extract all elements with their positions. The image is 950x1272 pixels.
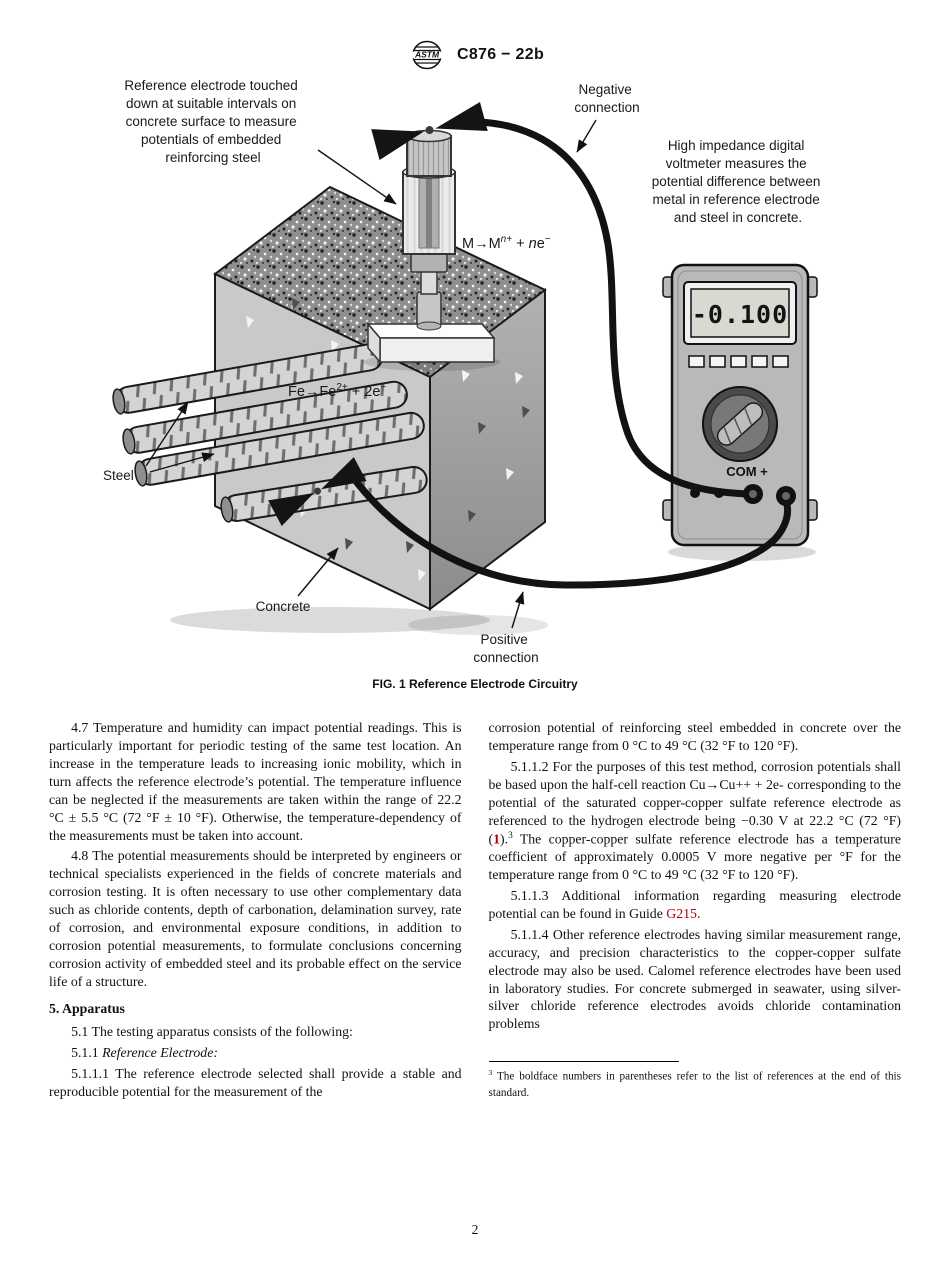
document-page: ASTM C876 − 22b — [0, 0, 950, 1237]
steel-rebar — [112, 343, 428, 523]
para-5-1-1-title: Reference Electrode: — [102, 1044, 218, 1060]
section-5-heading: 5. Apparatus — [49, 1000, 125, 1016]
arrow-to-concrete — [297, 547, 339, 597]
para-5-1-1: 5.1.1 Reference Electrode: — [49, 1044, 462, 1062]
voltmeter-note: High impedance digital voltmeter measure… — [652, 138, 824, 225]
arrow-to-rebar-1 — [145, 401, 189, 467]
arrow-to-positive-wire — [511, 591, 525, 629]
meter-dial[interactable] — [702, 386, 778, 462]
footnote-3-marker: 3 — [508, 830, 513, 841]
rebar — [134, 411, 425, 487]
figure-1: -0.100 COM + — [0, 72, 950, 691]
figure-1-diagram: -0.100 COM + — [103, 78, 824, 665]
iron-equation: Fe→Fe2+ + 2e− — [288, 382, 386, 400]
svg-text:ASTM: ASTM — [414, 50, 440, 60]
arrow-to-electrode — [317, 149, 397, 205]
meter-display: -0.100 — [692, 300, 788, 329]
body-text: 4.7 Temperature and humidity can impact … — [0, 719, 950, 1103]
para-5-1-1-number: 5.1.1 — [71, 1044, 99, 1060]
metal-equation: M→Mn+ + ne− — [462, 234, 551, 252]
voltmeter: -0.100 COM + — [662, 263, 818, 561]
para-5-1-1-2: 5.1.1.2 For the purposes of this test me… — [488, 758, 902, 882]
para-4-8: 4.8 The potential measurements should be… — [49, 848, 462, 989]
concrete-right-face — [429, 287, 546, 612]
page-number: 2 — [471, 1222, 479, 1237]
figure-annotations: Reference electrode touched down at suit… — [103, 78, 824, 665]
negative-connection-label: Negative connection — [574, 82, 639, 115]
electrode-clamp — [371, 102, 488, 161]
footnote-rule — [488, 1061, 679, 1063]
para-5-1-1-3: 5.1.1.3 Additional information regarding… — [488, 887, 902, 921]
para-5-1-1-1-continued: corrosion potential of reinforcing steel… — [488, 720, 902, 753]
concrete-label: Concrete — [256, 599, 311, 614]
right-column: corrosion potential of reinforcing steel… — [488, 719, 902, 1103]
figure-caption: FIG. 1 Reference Electrode Circuitry — [372, 677, 578, 691]
para-5-1-1-1: 5.1.1.1 The reference electrode selected… — [49, 1065, 462, 1099]
positive-wire — [348, 472, 792, 589]
guide-g215-link[interactable]: G215 — [666, 905, 697, 921]
para-4-7: 4.7 Temperature and humidity can impact … — [49, 720, 462, 843]
reference-1-link[interactable]: 1 — [493, 831, 501, 847]
steel-label: Steel — [103, 468, 134, 483]
rebar — [122, 380, 408, 455]
meter-buttons[interactable] — [688, 355, 789, 368]
footnote-text: The boldface numbers in parentheses refe… — [488, 1071, 902, 1099]
footnote-3: 3 The boldface numbers in parentheses re… — [488, 1061, 902, 1101]
reference-electrode — [364, 129, 500, 371]
negative-wire — [476, 118, 752, 498]
positive-connection-label: Positive connection — [473, 632, 538, 665]
rebar-clamp — [268, 457, 367, 527]
astm-logo: ASTM — [411, 40, 442, 70]
meter-terminals[interactable] — [743, 484, 796, 506]
display-screen — [690, 288, 790, 338]
arrow-to-rebar-2 — [149, 452, 215, 473]
arrow-to-negative-wire — [576, 119, 597, 153]
para-5-1-1-4: 5.1.1.4 Other reference electrodes havin… — [488, 926, 902, 1032]
footnote-number: 3 — [488, 1068, 493, 1078]
para-5-1: 5.1 The testing apparatus consists of th… — [71, 1023, 353, 1039]
left-column: 4.7 Temperature and humidity can impact … — [49, 719, 462, 1103]
meter-terminals-label: COM + — [726, 464, 768, 479]
ref-electrode-note: Reference electrode touched down at suit… — [124, 78, 301, 165]
standard-designation: C876 − 22b — [456, 46, 545, 63]
page-header: ASTM C876 − 22b — [0, 0, 950, 70]
